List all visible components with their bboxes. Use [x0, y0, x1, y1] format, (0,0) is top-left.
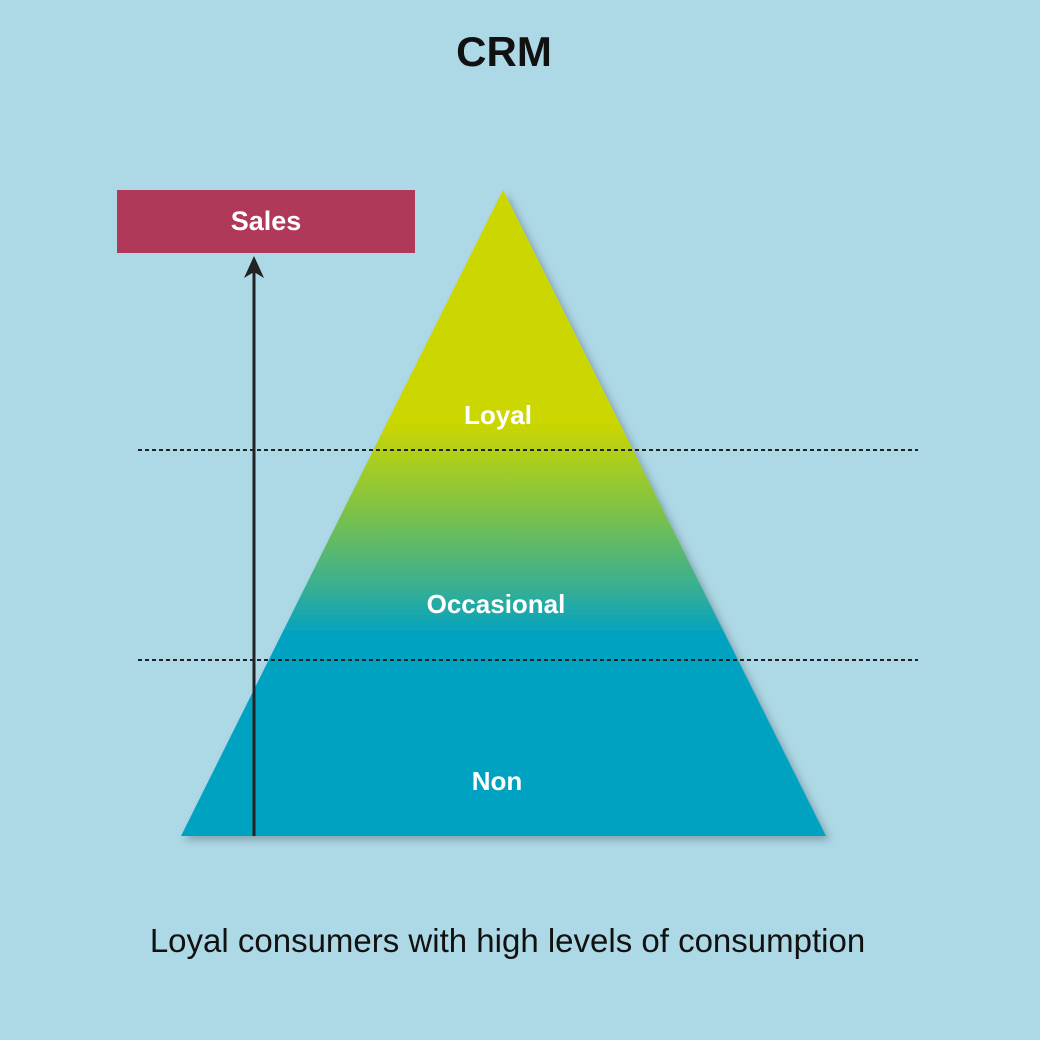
diagram-title: CRM — [456, 28, 552, 75]
sales-box: Sales — [117, 190, 415, 253]
sales-label: Sales — [230, 206, 302, 236]
pyramid-shape — [181, 190, 826, 836]
sales-arrow-head-icon — [244, 256, 264, 278]
diagram-caption: Loyal consumers with high levels of cons… — [149, 922, 866, 959]
tier-label-loyal: Loyal — [464, 400, 532, 430]
tier-label-occasional: Occasional — [426, 589, 566, 619]
tier-label-non: Non — [471, 766, 523, 796]
